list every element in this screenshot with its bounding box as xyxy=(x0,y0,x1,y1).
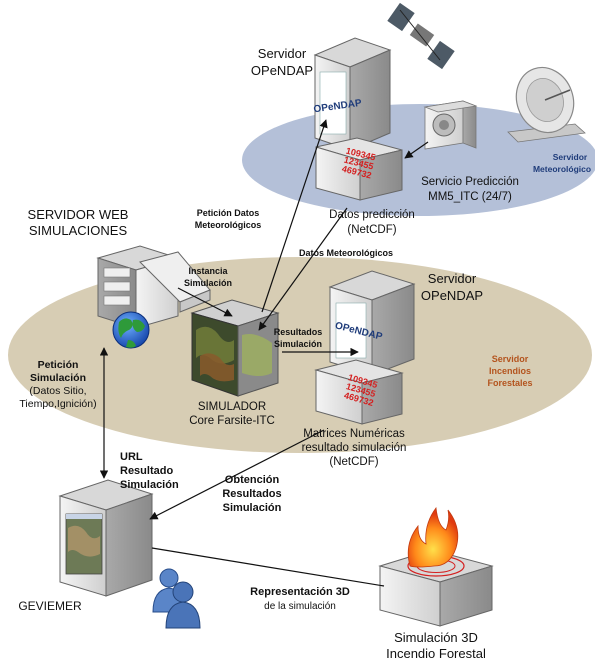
datos-prediccion-1: Datos predicción xyxy=(329,209,415,221)
geviemer-label: GEVIEMER xyxy=(18,599,82,613)
edge-label-resultados-2: Simulación xyxy=(274,339,322,349)
edge-label-representacion-2: de la simulación xyxy=(264,601,336,612)
matrices-label-1: Matrices Numéricas xyxy=(303,428,405,440)
fire-data-box xyxy=(314,359,404,425)
opendap-meteo-server xyxy=(313,37,392,151)
edge-label-resultados-1: Resultados xyxy=(274,327,323,337)
edge-label-datos-meteo: Datos Meteorológicos xyxy=(299,248,393,258)
meteo-data-box xyxy=(315,137,403,201)
edge-instancia xyxy=(177,287,233,317)
edge-label-instancia-1: Instancia xyxy=(188,266,228,276)
edge-obtencion xyxy=(149,429,325,520)
satellite-icon xyxy=(387,2,455,70)
opendap-fire-server xyxy=(328,270,416,376)
servicio-prediccion-2: MM5_ITC (24/7) xyxy=(428,191,512,203)
edge-label-representacion-1: Representación 3D xyxy=(250,586,350,598)
edge-label-peticion-sim-3: (Datos Sitio, xyxy=(29,385,86,397)
edge-label-obtencion-1: Obtención xyxy=(225,474,280,486)
simulador-label-1: SIMULADOR xyxy=(198,401,266,413)
edge-label-peticion-datos-1: Petición Datos xyxy=(197,208,260,218)
web-server-title-1: SERVIDOR WEB xyxy=(28,207,129,222)
web-server-rack xyxy=(96,245,211,329)
zone-fire-label-3: Forestales xyxy=(487,378,532,388)
edge-datos-meteo xyxy=(258,207,348,331)
edge-label-url-1: URL xyxy=(120,451,143,463)
datos-prediccion-2: (NetCDF) xyxy=(347,224,396,236)
edge-label-url-3: Simulación xyxy=(120,479,179,491)
fire-icon xyxy=(407,506,459,568)
globe-icon xyxy=(112,311,150,349)
edge-label-obtencion-2: Resultados xyxy=(222,488,281,500)
web-server-title-2: SIMULACIONES xyxy=(29,223,128,238)
geviemer-workstation xyxy=(58,479,154,597)
edge-label-peticion-datos-2: Meteorológicos xyxy=(195,220,262,230)
edge-peticion-datos xyxy=(261,119,328,313)
simulacion3d-label-2: Incendio Forestal xyxy=(386,646,486,661)
edge-label-peticion-sim-2: Simulación xyxy=(30,372,86,384)
satellite-dish-icon xyxy=(507,66,586,143)
edge-label-peticion-sim-4: Tiempo,Ignición) xyxy=(19,398,96,410)
simulador-label-2: Core Farsite-ITC xyxy=(189,415,275,427)
opendap-meteo-title-1: Servidor xyxy=(258,46,307,61)
edge-label-obtencion-3: Simulación xyxy=(223,502,282,514)
edge-meteo-service xyxy=(404,141,429,159)
simulacion3d-label-1: Simulación 3D xyxy=(394,630,478,645)
edge-representacion xyxy=(151,547,385,587)
zone-meteo-label-2: Meteorológico xyxy=(533,164,591,174)
opendap-meteo-title-2: OPeNDAP xyxy=(251,63,313,78)
matrices-label-2: resultado simulación xyxy=(302,442,407,454)
servicio-prediccion-1: Servicio Predicción xyxy=(421,176,519,188)
opendap-fire-title-2: OPeNDAP xyxy=(421,288,483,303)
prediction-service-device xyxy=(423,100,478,150)
zone-fire-label-1: Servidor xyxy=(492,354,529,364)
users-icon xyxy=(152,568,201,629)
zone-meteo-label-1: Servidor xyxy=(553,152,588,162)
opendap-fire-title-1: Servidor xyxy=(428,271,477,286)
edge-label-url-2: Resultado xyxy=(120,465,173,477)
edge-label-peticion-sim-1: Petición xyxy=(38,359,79,371)
simulator-box xyxy=(190,299,280,397)
edge-label-instancia-2: Simulación xyxy=(184,278,232,288)
zone-fire-label-2: Incendios xyxy=(489,366,531,376)
matrices-label-3: (NetCDF) xyxy=(329,456,378,468)
